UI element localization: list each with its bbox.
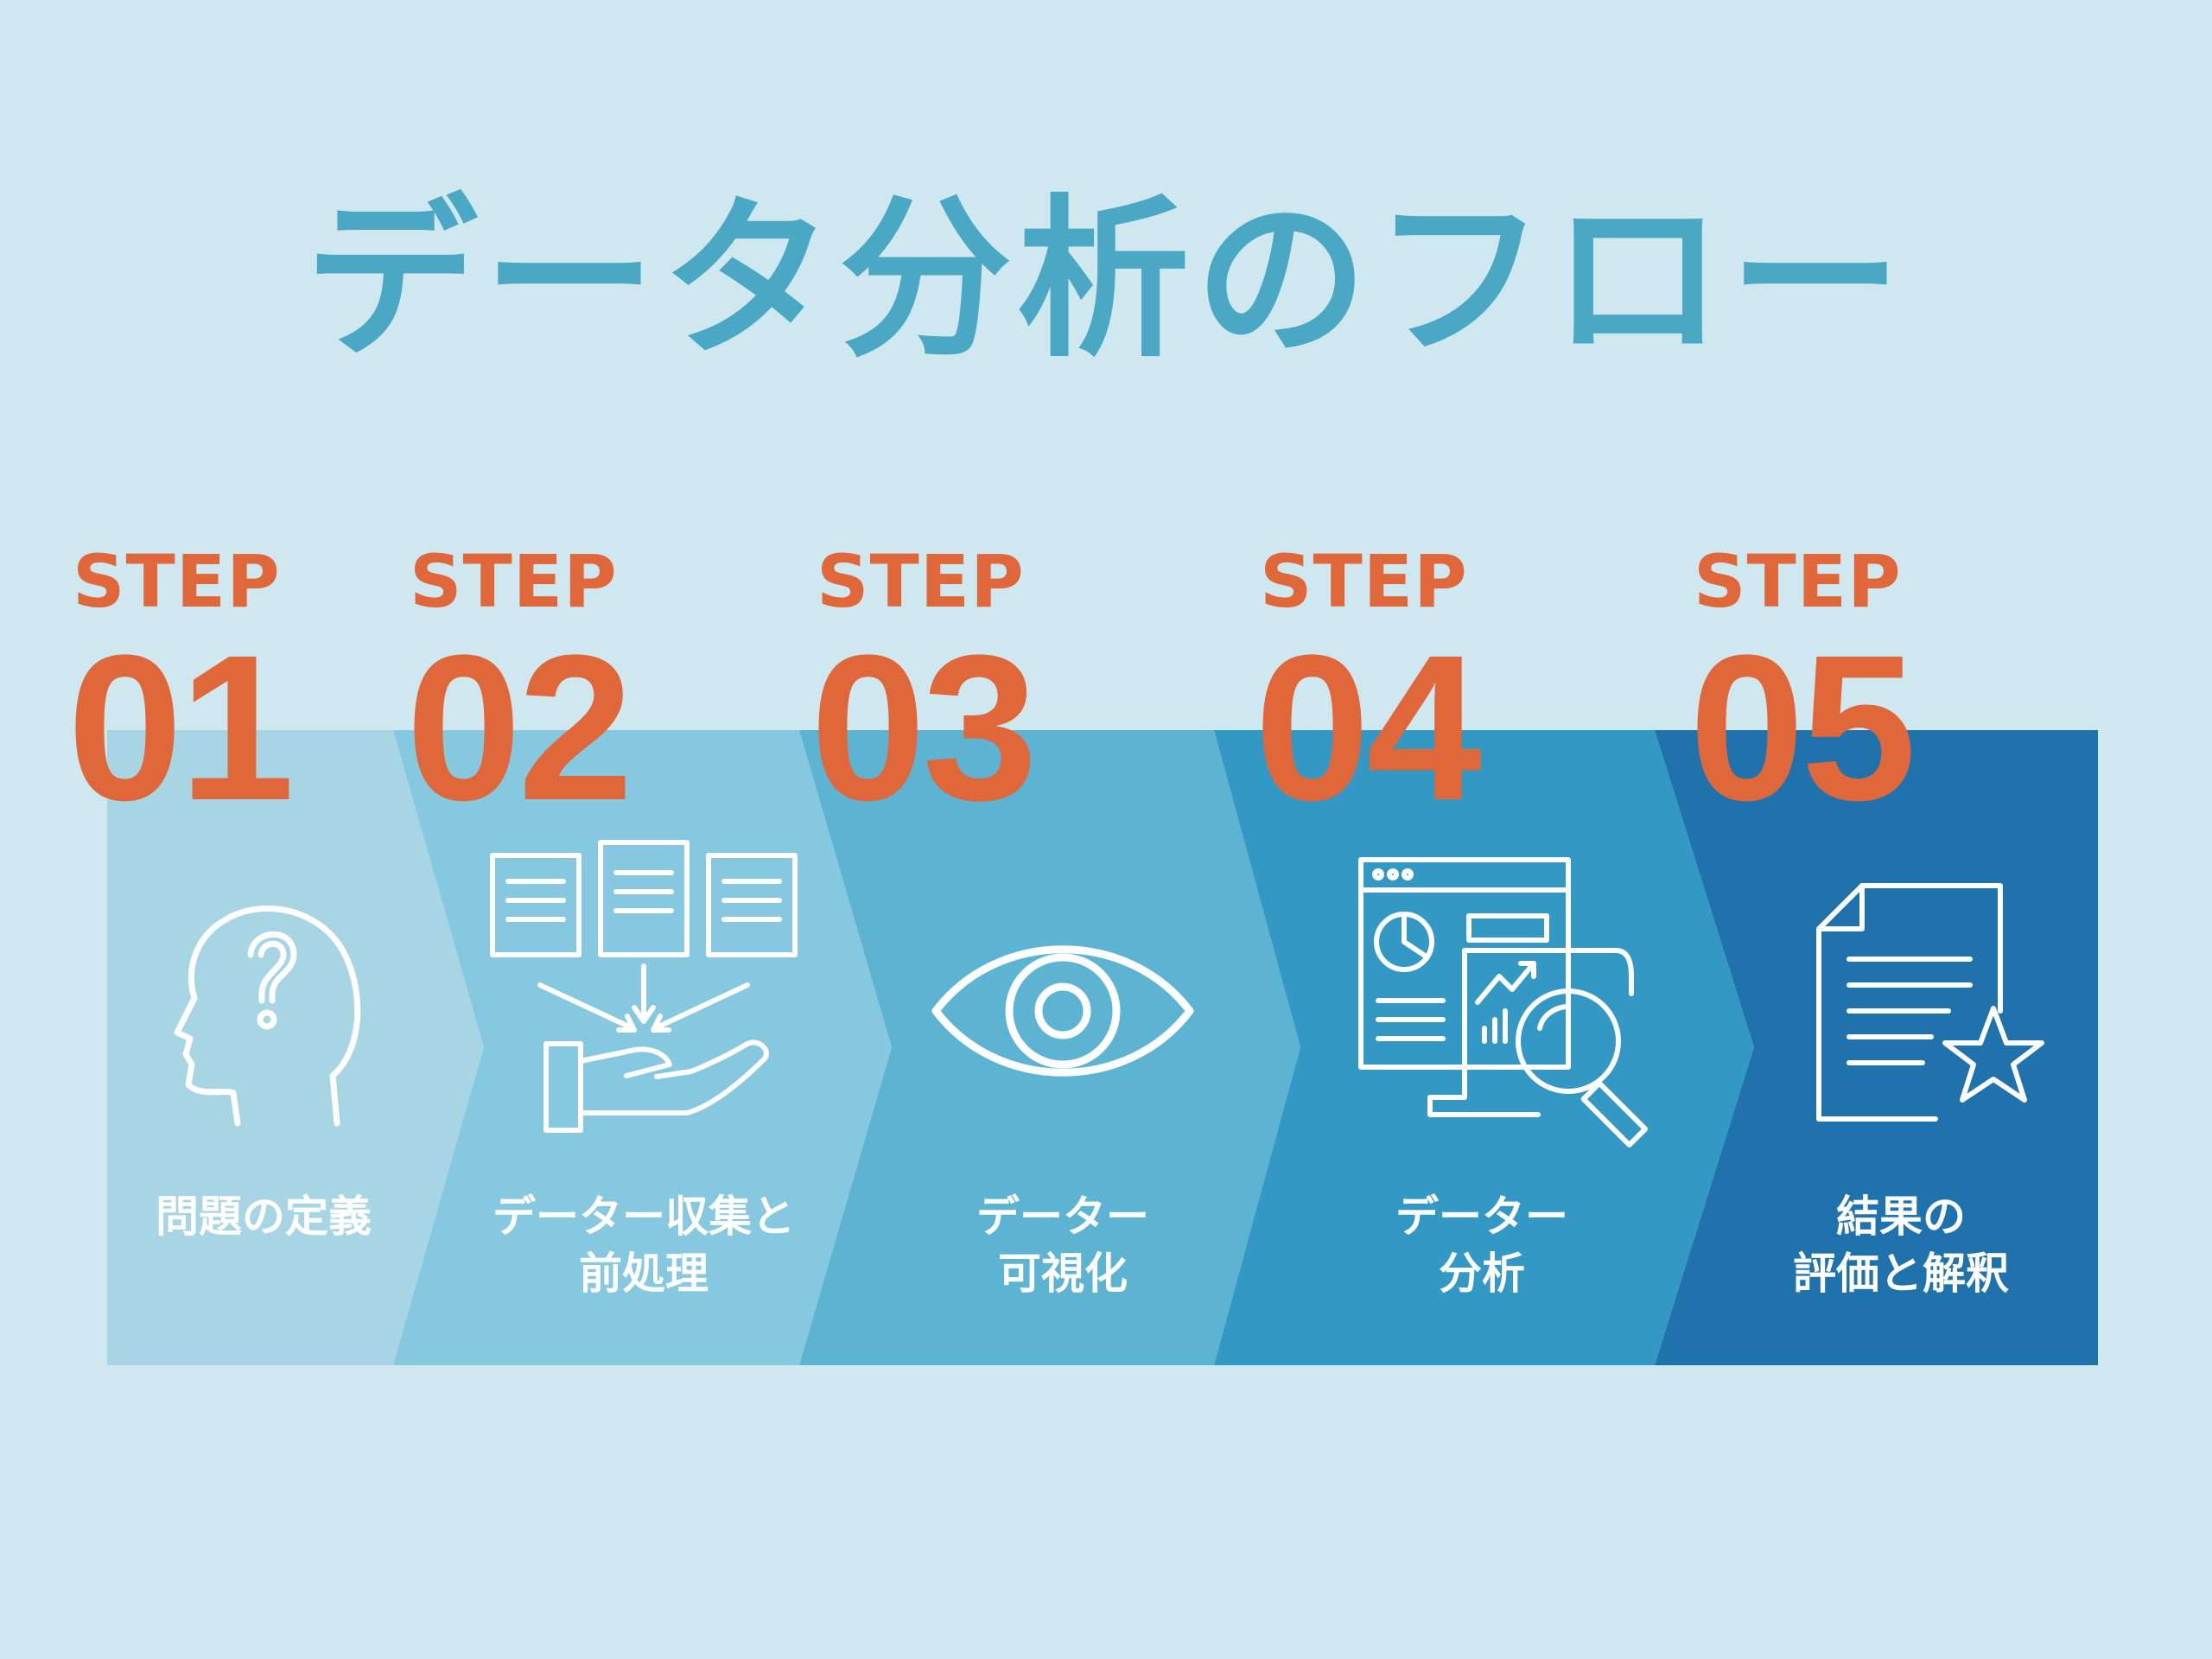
step-number-3: 03 (810, 612, 1038, 843)
documents-hand-icon (484, 838, 804, 1141)
step-word-4: STEP (1260, 539, 1468, 624)
dashboard-magnifier-icon (1357, 855, 1668, 1158)
step-label-2-line-2: 前処理 (579, 1249, 709, 1299)
document-star-icon (1810, 877, 2052, 1128)
step-word-2: STEP (410, 539, 618, 624)
step-word-1: STEP (73, 539, 281, 624)
eye-icon (929, 920, 1197, 1102)
step-label-4-line-1: データー (1395, 1192, 1568, 1242)
step-label-3-line-2: 可視化 (998, 1249, 1128, 1299)
step-number-2: 02 (406, 612, 633, 843)
step-label-4-line-2: 分析 (1439, 1249, 1525, 1299)
step-number-4: 04 (1255, 612, 1482, 843)
flow-segment-4 (1214, 730, 1754, 1365)
step-word-3: STEP (817, 539, 1025, 624)
head-question-icon (156, 881, 380, 1132)
step-label-5-line-2: 評価と解釈 (1793, 1249, 2009, 1299)
step-label-5-line-1: 結果の (1836, 1192, 1966, 1242)
flow-segment-1 (107, 730, 484, 1365)
step-label-4: データー 分析 (1300, 1188, 1663, 1302)
step-label-3: データー 可視化 (881, 1188, 1244, 1302)
step-number-5: 05 (1689, 612, 1916, 843)
step-label-1-line-1: 問題の定義 (156, 1192, 372, 1242)
page-title: データ分析のフロー (304, 180, 1907, 381)
step-label-2-line-1: データー収集と (493, 1192, 795, 1242)
step-label-1: 問題の定義 (82, 1188, 445, 1245)
flow-segment-5 (1655, 730, 2098, 1365)
step-number-1: 01 (67, 612, 295, 843)
step-label-3-line-1: データー (976, 1192, 1149, 1242)
step-label-2: データー収集と 前処理 (462, 1188, 825, 1302)
step-word-5: STEP (1694, 539, 1902, 624)
flow-segment-3 (799, 730, 1300, 1365)
step-label-5: 結果の 評価と解釈 (1719, 1188, 2082, 1302)
